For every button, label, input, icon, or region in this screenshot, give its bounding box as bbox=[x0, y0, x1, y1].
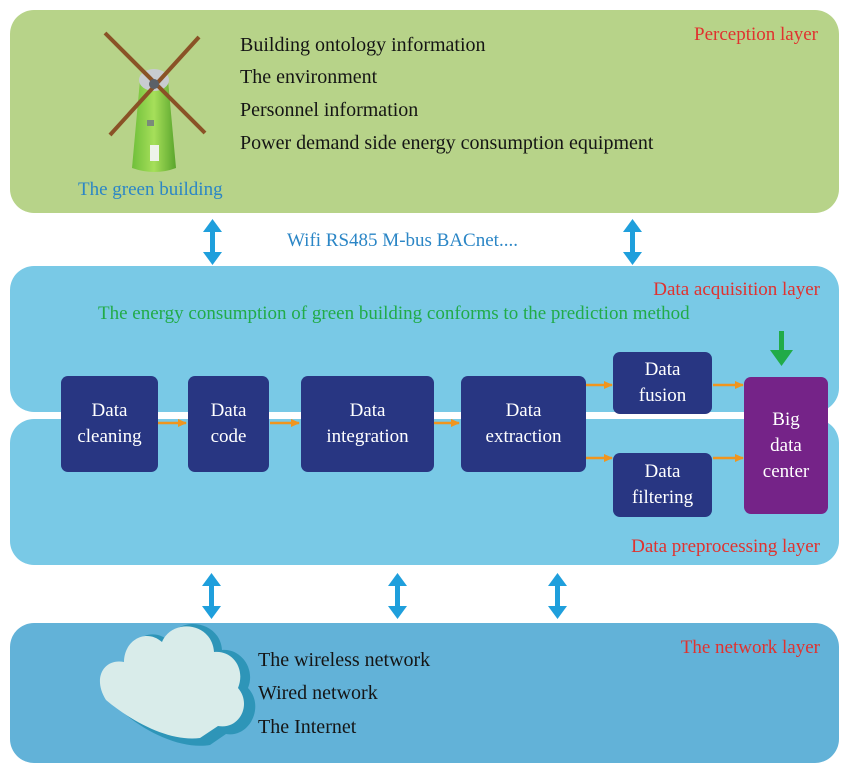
flow-arrows bbox=[157, 381, 744, 462]
network-item: Wired network bbox=[258, 682, 378, 704]
perception-item: Power demand side energy consumption equ… bbox=[240, 132, 654, 154]
double-arrow-icon bbox=[548, 573, 567, 619]
network-item: The Internet bbox=[258, 716, 357, 738]
data-cleaning-box: Data cleaning bbox=[61, 376, 158, 472]
double-arrow-icon bbox=[203, 219, 222, 265]
network-item: The wireless network bbox=[258, 649, 431, 671]
perception-item: Personnel information bbox=[240, 99, 419, 121]
data-integration-box: Data integration bbox=[301, 376, 434, 472]
data-filtering-box: Data filtering bbox=[613, 453, 712, 517]
perception-item: The environment bbox=[240, 66, 378, 88]
double-arrow-icon bbox=[388, 573, 407, 619]
building-caption: The green building bbox=[78, 179, 223, 200]
data-code-box: Data code bbox=[188, 376, 269, 472]
big-data-center-box: Big data center bbox=[744, 377, 828, 514]
network-layer-label: The network layer bbox=[680, 637, 820, 658]
perception-item: Building ontology information bbox=[240, 34, 486, 56]
link-arrows bbox=[202, 219, 642, 619]
perception-layer-label: Perception layer bbox=[694, 24, 818, 45]
data-fusion-box: Data fusion bbox=[613, 352, 712, 414]
preprocessing-layer-label: Data preprocessing layer bbox=[631, 536, 820, 557]
double-arrow-icon bbox=[202, 573, 221, 619]
protocols-label: Wifi RS485 M-bus BACnet.... bbox=[287, 230, 518, 251]
data-extraction-box: Data extraction bbox=[461, 376, 586, 472]
prediction-headline: The energy consumption of green building… bbox=[98, 303, 690, 324]
green-down-arrow-icon bbox=[770, 331, 793, 366]
acquisition-layer-label: Data acquisition layer bbox=[653, 279, 820, 300]
double-arrow-icon bbox=[623, 219, 642, 265]
